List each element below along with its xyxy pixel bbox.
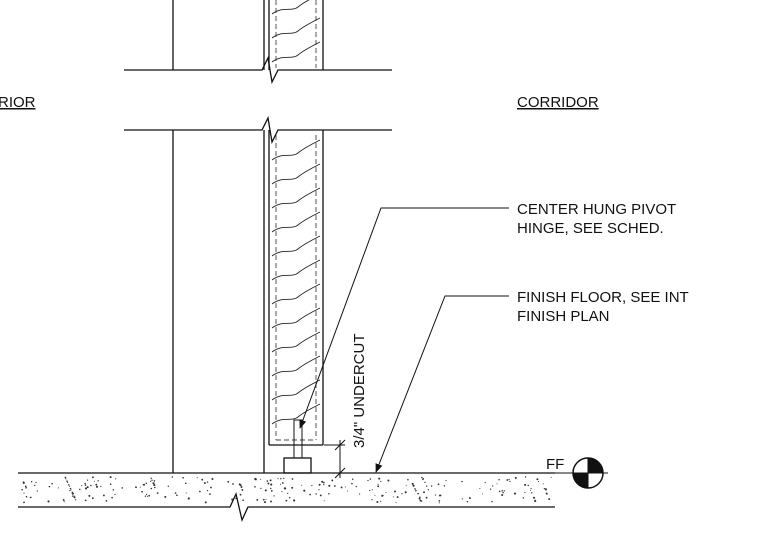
ff-marker-label: FF: [546, 456, 564, 473]
floor-note-line-1: FINISH FLOOR, SEE INT: [517, 289, 689, 306]
floor-slab: [18, 472, 608, 522]
door-frame: [172, 0, 265, 473]
break-line-upper: [124, 55, 392, 85]
pivot-note-line-2: HINGE, SEE SCHED.: [517, 220, 664, 237]
finish-floor-note: FINISH FLOOR, SEE INT FINISH PLAN: [517, 289, 689, 325]
left-room-label: RIOR: [0, 94, 36, 111]
wood-grain-top: [271, 0, 321, 63]
pivot-hinge-note: CENTER HUNG PIVOT HINGE, SEE SCHED.: [517, 201, 676, 237]
undercut-dimension: 3/4" UNDERCUT: [324, 333, 368, 479]
break-line-lower: [124, 115, 392, 145]
finish-floor-level-marker: FF: [546, 456, 604, 489]
pivot-hinge-leader: [299, 207, 509, 429]
corridor-room-label: CORRIDOR: [517, 94, 599, 111]
pivot-note-line-1: CENTER HUNG PIVOT: [517, 201, 676, 218]
floor-note-line-2: FINISH PLAN: [517, 308, 610, 325]
finish-floor-leader: [375, 295, 509, 473]
pivot-hinge: [283, 419, 312, 474]
door-leaf: [268, 0, 324, 446]
wood-grain-main: [271, 139, 321, 425]
undercut-dimension-label: 3/4" UNDERCUT: [351, 333, 368, 448]
concrete-stipple: [21, 476, 552, 504]
